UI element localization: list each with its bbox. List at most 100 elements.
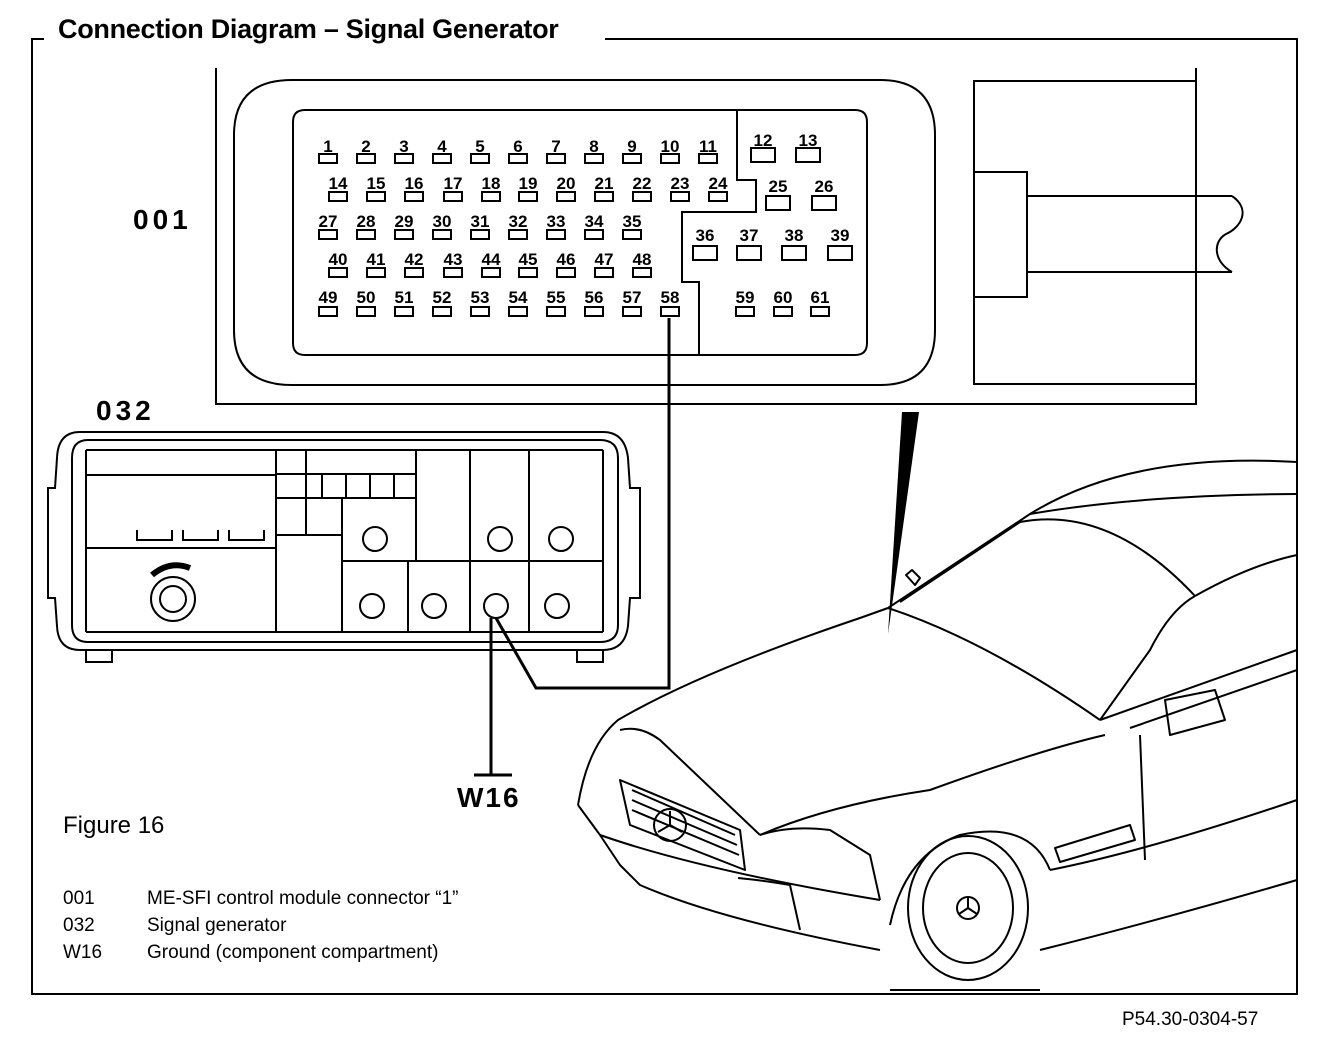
pin-socket bbox=[508, 153, 528, 164]
pin-socket bbox=[443, 191, 463, 202]
pin-number: 31 bbox=[471, 212, 490, 231]
pin-number: 26 bbox=[815, 177, 834, 196]
pin-socket bbox=[698, 153, 718, 164]
pin-socket bbox=[356, 229, 376, 240]
pin-number: 30 bbox=[433, 212, 452, 231]
pin-socket bbox=[622, 153, 642, 164]
diagram-title: Connection Diagram – Signal Generator bbox=[48, 14, 569, 45]
pin-socket bbox=[750, 147, 776, 163]
pin-socket bbox=[810, 306, 830, 317]
pin-number: 1 bbox=[323, 137, 332, 156]
pin-number: 33 bbox=[547, 212, 566, 231]
pin-socket bbox=[622, 229, 642, 240]
pin-socket bbox=[692, 245, 718, 261]
pin-number: 42 bbox=[405, 250, 424, 269]
wiring bbox=[474, 318, 671, 777]
pin-socket bbox=[404, 191, 424, 202]
legend-text: ME-SFI control module connector “1” bbox=[147, 888, 459, 909]
pin-number: 15 bbox=[367, 174, 386, 193]
pin-number: 52 bbox=[433, 288, 452, 307]
pin-number: 37 bbox=[740, 226, 759, 245]
pin-number: 34 bbox=[585, 212, 604, 231]
pin-number: 56 bbox=[585, 288, 604, 307]
pin-number: 43 bbox=[444, 250, 463, 269]
legend-row: W16 Ground (component compartment) bbox=[63, 939, 459, 966]
pin-socket bbox=[443, 267, 463, 278]
pin-number: 51 bbox=[395, 288, 414, 307]
pin-socket bbox=[660, 306, 680, 317]
pin-socket bbox=[632, 267, 652, 278]
pin-socket bbox=[432, 153, 452, 164]
pin-socket bbox=[584, 229, 604, 240]
pin-socket bbox=[773, 306, 793, 317]
pin-socket bbox=[481, 191, 501, 202]
pin-number: 22 bbox=[633, 174, 652, 193]
pin-number: 47 bbox=[595, 250, 614, 269]
pin-socket bbox=[556, 191, 576, 202]
pin-number: 25 bbox=[769, 177, 788, 196]
pin-socket bbox=[670, 191, 690, 202]
pin-socket bbox=[508, 229, 528, 240]
pin-number: 39 bbox=[831, 226, 850, 245]
legend-text: Signal generator bbox=[147, 915, 287, 936]
pin-socket bbox=[584, 306, 604, 317]
figure-label: Figure 16 bbox=[63, 812, 165, 839]
pin-number: 19 bbox=[519, 174, 538, 193]
wire-pin58-to-generator bbox=[494, 318, 671, 690]
pin-socket bbox=[795, 147, 821, 163]
pin-number: 45 bbox=[519, 250, 538, 269]
pin-number: 53 bbox=[471, 288, 490, 307]
car-illustration bbox=[577, 459, 1298, 991]
pin-socket bbox=[394, 306, 414, 317]
pin-socket bbox=[318, 153, 338, 164]
pin-socket bbox=[366, 267, 386, 278]
pin-socket bbox=[318, 229, 338, 240]
pin-socket bbox=[404, 267, 424, 278]
pin-socket bbox=[481, 267, 501, 278]
connector-pins bbox=[318, 147, 853, 317]
pin-socket bbox=[356, 306, 376, 317]
pin-socket bbox=[518, 267, 538, 278]
pin-socket bbox=[556, 267, 576, 278]
pin-number: 11 bbox=[699, 137, 717, 156]
pin-number: 9 bbox=[627, 137, 636, 156]
pin-socket bbox=[736, 245, 762, 261]
pin-socket bbox=[735, 306, 755, 317]
pin-number: 35 bbox=[623, 212, 642, 231]
connector-label: 001 bbox=[133, 204, 192, 235]
pin-number: 3 bbox=[399, 137, 408, 156]
pin-socket bbox=[470, 306, 490, 317]
pin-number: 29 bbox=[395, 212, 414, 231]
ground-label: W16 bbox=[457, 782, 521, 813]
pin-socket bbox=[811, 195, 837, 211]
legend-row: 032 Signal generator bbox=[63, 912, 459, 939]
signal-generator-032-drawing bbox=[47, 431, 641, 663]
pin-number: 21 bbox=[595, 174, 614, 193]
pin-number: 46 bbox=[557, 250, 576, 269]
pin-number: 41 bbox=[367, 250, 386, 269]
pin-number: 58 bbox=[661, 288, 680, 307]
pin-number: 23 bbox=[671, 174, 690, 193]
pin-socket bbox=[394, 153, 414, 164]
pin-socket bbox=[432, 229, 452, 240]
pin-number: 40 bbox=[329, 250, 348, 269]
pin-socket bbox=[432, 306, 452, 317]
pin-number: 7 bbox=[551, 137, 560, 156]
pin-number: 8 bbox=[589, 137, 598, 156]
pin-number: 54 bbox=[509, 288, 528, 307]
legend-code: 032 bbox=[63, 915, 95, 936]
pin-socket bbox=[546, 306, 566, 317]
pin-number: 14 bbox=[329, 174, 348, 193]
pin-socket bbox=[328, 191, 348, 202]
pin-number: 2 bbox=[361, 137, 370, 156]
pin-number: 36 bbox=[696, 226, 715, 245]
pin-socket bbox=[470, 229, 490, 240]
pin-number: 48 bbox=[633, 250, 652, 269]
pin-number: 6 bbox=[513, 137, 522, 156]
pin-number: 55 bbox=[547, 288, 566, 307]
pin-socket bbox=[546, 153, 566, 164]
pin-number: 28 bbox=[357, 212, 376, 231]
document-reference: P54.30-0304-57 bbox=[1122, 1009, 1259, 1030]
pin-number: 16 bbox=[405, 174, 424, 193]
